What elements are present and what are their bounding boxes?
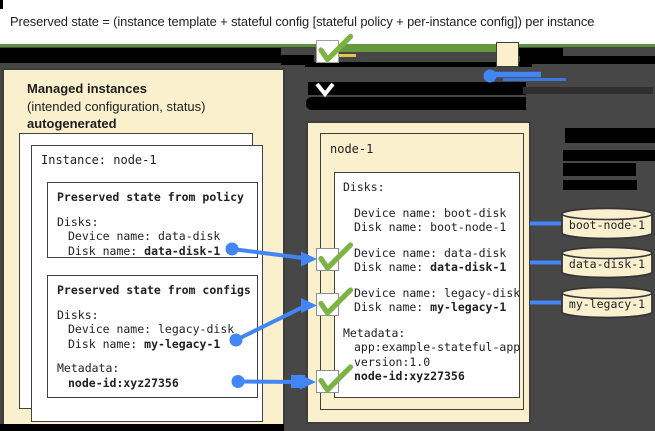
configs-disk-line: Disk name: my-legacy-1: [68, 336, 221, 351]
vm-boot-disk-line: Disk name: boot-node-1: [354, 220, 507, 234]
policy-disks-label: Disks:: [57, 214, 99, 229]
vm-disks-box: Disks: Device name: boot-disk Disk name:…: [334, 172, 520, 398]
policy-device-line: Device name: data-disk: [68, 229, 221, 243]
configs-disks-label: Disks:: [57, 307, 99, 322]
managed-instances-heading: Managed instances (intended configuratio…: [27, 80, 206, 133]
disk-cylinder-boot: boot-node-1: [560, 207, 654, 240]
redaction-bar: [519, 48, 563, 56]
configs-metadata-value: node-id:xyz27356: [68, 375, 179, 390]
instance-card-title: Instance: node-1: [41, 153, 157, 167]
vm-node-label: node-1: [330, 142, 374, 156]
checkbox-node-id: [316, 370, 339, 393]
configs-device-line: Device name: legacy-disk: [68, 322, 235, 336]
redaction-bar: [305, 62, 532, 67]
page-title: Preserved state = (instance template + s…: [10, 14, 595, 29]
cylinder-icon: [561, 207, 653, 240]
vm-legacy-disk-line: Disk name: my-legacy-1: [354, 300, 507, 314]
redaction-bar: [523, 87, 653, 94]
corner-mark: [0, 0, 3, 9]
checkbox-data-disk: [316, 248, 339, 271]
redaction-bar: [306, 97, 526, 110]
vm-metadata-label: Metadata:: [343, 325, 406, 340]
redaction-bar: [563, 180, 637, 190]
green-arrow-bar: [339, 43, 497, 52]
heading-line-2: (intended configuration, status): [27, 98, 206, 114]
disk-cylinder-data: data-disk-1: [560, 246, 654, 279]
vm-boot-device-line: Device name: boot-disk: [354, 205, 507, 220]
policy-disk-line: Disk name: data-disk-1: [68, 243, 221, 258]
redaction-bar: [0, 424, 284, 431]
redaction-bar: [565, 128, 655, 143]
checkbox-legacy-disk: [316, 293, 339, 316]
disk-cylinder-label: boot-node-1: [568, 218, 646, 232]
disk-cylinder-legacy: my-legacy-1: [560, 286, 654, 319]
template-mini-box: [496, 42, 519, 67]
vm-metadata-app-line: app:example-stateful-app: [354, 340, 521, 354]
cylinder-icon: [561, 286, 653, 319]
redaction-bar: [563, 163, 636, 176]
vm-disks-label: Disks:: [343, 180, 385, 194]
configs-metadata-label: Metadata:: [57, 361, 120, 375]
configs-box-title: Preserved state from configs: [57, 283, 251, 297]
redaction-bar: [308, 82, 526, 95]
vm-metadata-version-line: version:1.0: [354, 354, 431, 369]
vm-data-disk-line: Disk name: data-disk-1: [354, 260, 507, 274]
policy-box-title: Preserved state from policy: [57, 190, 244, 204]
vm-data-device-line: Device name: data-disk: [354, 245, 507, 260]
vm-legacy-device-line: Device name: legacy-disk: [354, 285, 521, 300]
disk-cylinder-label: data-disk-1: [568, 257, 646, 271]
redaction-bar: [281, 55, 314, 65]
policy-state-box: Preserved state from policy Disks: Devic…: [47, 182, 258, 258]
vm-metadata-node-id: node-id:xyz27356: [354, 369, 465, 383]
checkbox-template: [316, 40, 339, 63]
redaction-bar: [0, 48, 281, 63]
cylinder-icon: [561, 246, 653, 279]
heading-line-1: Managed instances: [27, 81, 147, 96]
disk-cylinder-label: my-legacy-1: [568, 297, 646, 311]
yellow-tick: [337, 54, 356, 57]
redaction-bar: [563, 150, 655, 161]
configs-state-box: Preserved state from configs Disks: Devi…: [47, 275, 258, 398]
redaction-bar: [520, 56, 655, 64]
heading-line-3: autogenerated: [27, 116, 117, 131]
